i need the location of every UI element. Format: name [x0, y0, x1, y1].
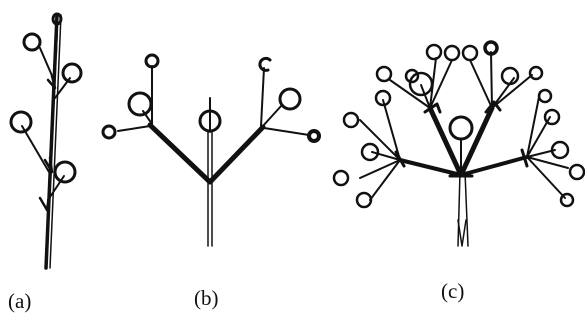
panel-c-primary-branches [398, 105, 529, 178]
panel-c-bracts [394, 100, 529, 178]
panel-b-drawing [101, 53, 321, 247]
panel-a-flowers [9, 12, 83, 184]
panel-a-stem [44, 13, 62, 270]
panel-b-flowers [101, 53, 321, 143]
panel-a-label: (a) [8, 289, 32, 313]
panel-c-stem [457, 171, 469, 247]
panel-b-branches [147, 122, 266, 185]
panel-a-drawing [9, 12, 83, 270]
panel-b-stem [207, 181, 213, 247]
panel-c-label: (c) [441, 279, 465, 303]
panel-c-drawing [332, 40, 585, 247]
panel-b-label: (b) [194, 286, 219, 310]
panel-c-flowers [332, 40, 585, 209]
panel-b-pedicels [117, 65, 310, 136]
panel-a-bracts [38, 74, 57, 212]
